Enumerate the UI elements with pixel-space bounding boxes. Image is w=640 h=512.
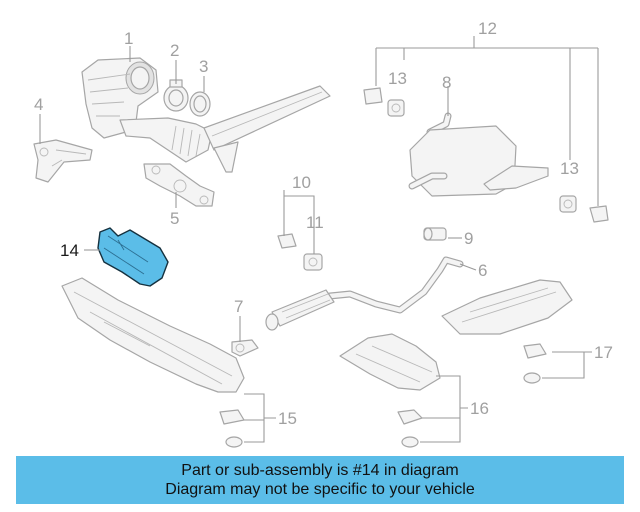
info-banner: Part or sub-assembly is #14 in diagram D… [16, 456, 624, 504]
part-15-long-heat-shield[interactable] [61, 277, 245, 448]
part-7-hanger[interactable] [231, 339, 259, 357]
part-13-mount-right[interactable] [559, 195, 609, 223]
callout-14: 14 [60, 241, 79, 260]
part-1-catalytic-converter[interactable] [81, 57, 331, 173]
part-2-clamp[interactable] [163, 79, 189, 112]
part-4-bracket[interactable] [33, 139, 93, 183]
part-5-flange-gasket[interactable] [143, 163, 215, 207]
callout-4: 4 [34, 95, 43, 114]
callout-13b: 13 [560, 159, 579, 178]
rear-muffler[interactable] [408, 125, 549, 197]
callout-2: 2 [170, 41, 179, 60]
part-13-mount-left[interactable] [363, 87, 405, 117]
callout-10: 10 [292, 173, 311, 192]
callout-13a: 13 [388, 69, 407, 88]
part-16-heat-shield[interactable] [339, 333, 441, 448]
callout-15: 15 [278, 409, 297, 428]
part-6-front-pipe[interactable] [265, 256, 464, 331]
part-17-heat-shield[interactable] [441, 279, 573, 384]
callout-11: 11 [306, 213, 324, 232]
callout-9: 9 [464, 229, 473, 248]
callout-3: 3 [199, 57, 208, 76]
banner-line-2: Diagram may not be specific to your vehi… [165, 481, 475, 498]
part-11-rubber-mount[interactable] [277, 233, 323, 271]
part-14-heat-shield[interactable] [97, 227, 169, 287]
banner-line-1: Part or sub-assembly is #14 in diagram [181, 462, 459, 479]
exhaust-parts-diagram: 1 2 3 4 5 6 7 8 9 10 11 12 13 13 14 15 1… [33, 19, 613, 448]
leader-lines [39, 36, 599, 443]
part-3-gasket-ring[interactable] [189, 91, 211, 117]
callout-5: 5 [170, 209, 179, 228]
callout-17: 17 [594, 343, 613, 362]
callout-16: 16 [470, 399, 489, 418]
callout-7: 7 [234, 297, 243, 316]
part-9-clamp[interactable] [423, 227, 447, 241]
callout-12: 12 [478, 19, 497, 38]
callout-6: 6 [478, 261, 487, 280]
callout-numbers: 1 2 3 4 5 6 7 8 9 10 11 12 13 13 14 15 1… [34, 19, 613, 428]
callout-8: 8 [442, 73, 451, 92]
callout-1: 1 [124, 29, 133, 48]
